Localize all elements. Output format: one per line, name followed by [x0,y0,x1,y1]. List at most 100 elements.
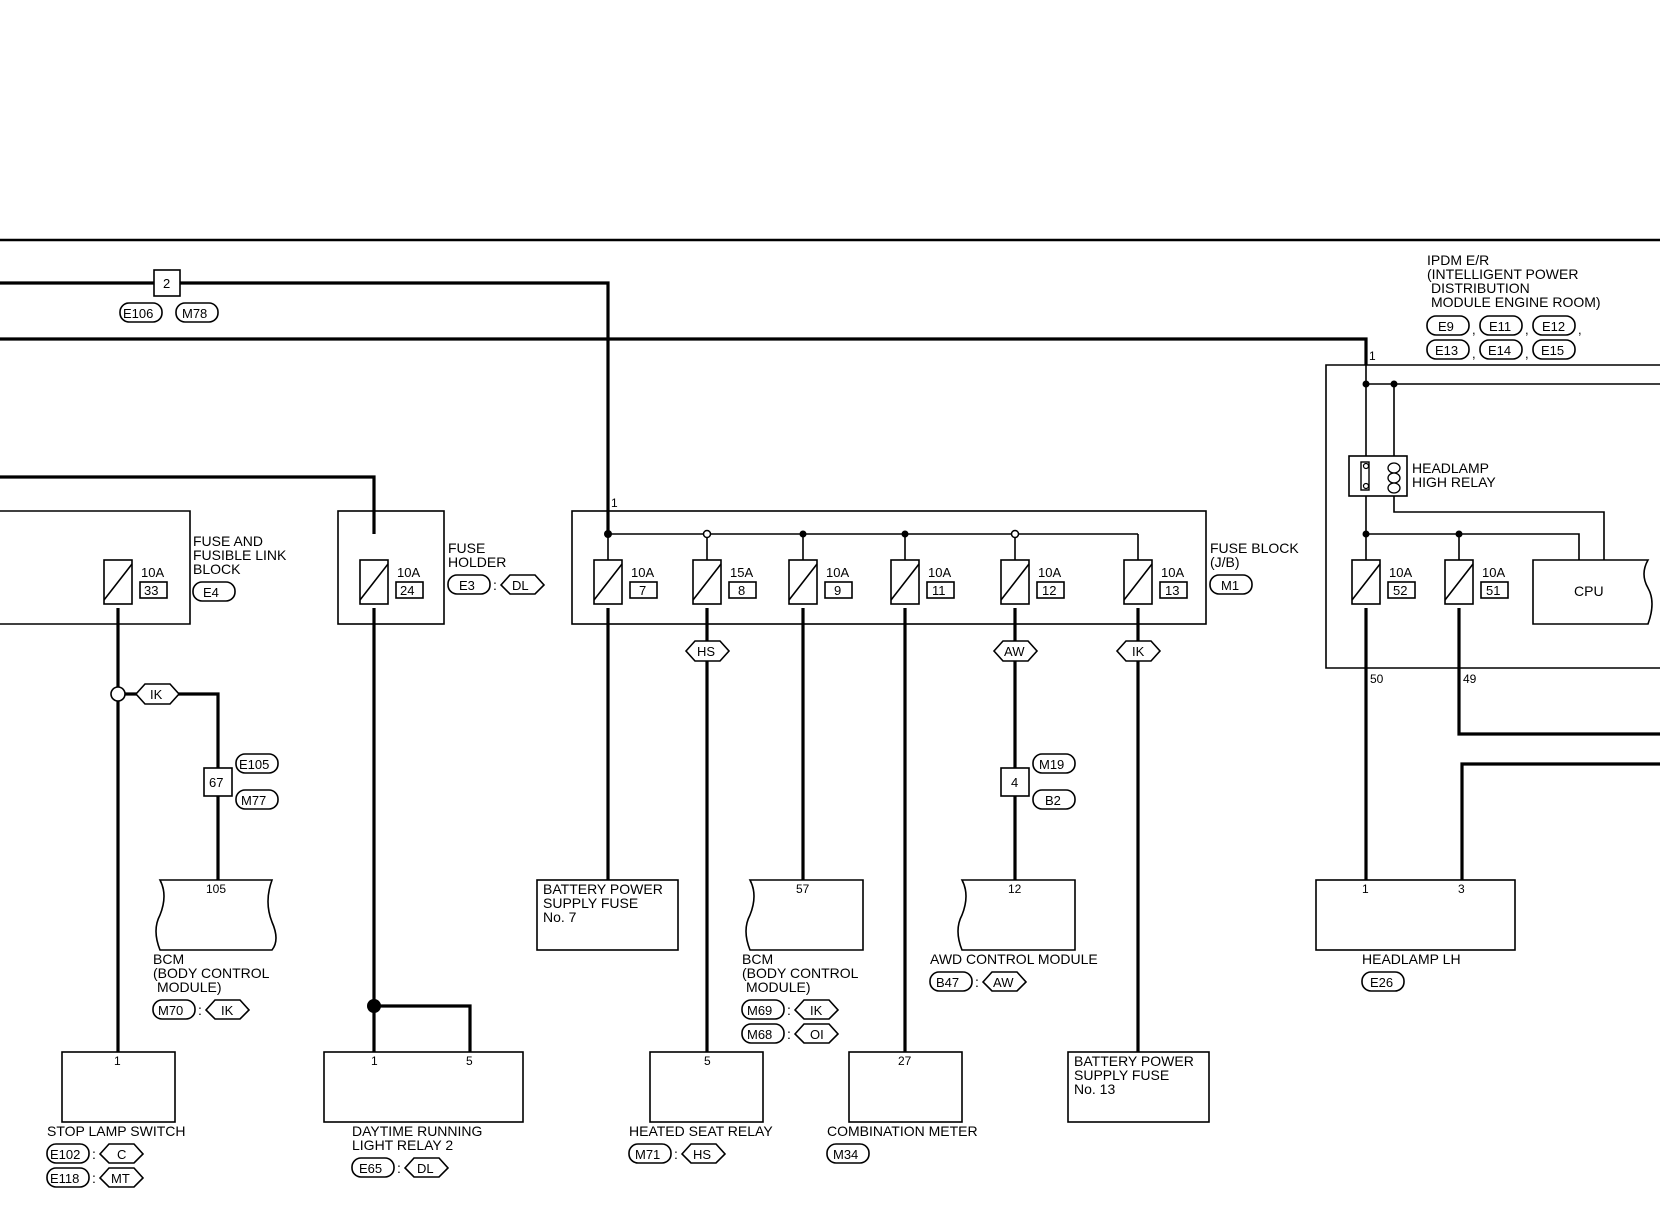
connector-m70-label: M70 [158,1003,183,1018]
batt7-label-3: No. 7 [543,909,577,925]
connector-e106-label: E106 [123,306,153,321]
option-ik [134,683,181,705]
joint-connector-4-number: 4 [1011,775,1018,790]
option-ik [793,999,840,1020]
fuse-holder: 10A 24 FUSE HOLDER E3 : DL [337,510,546,625]
connector-m68 [741,1023,785,1044]
ipdm-label-2: (INTELLIGENT POWER [1427,266,1578,282]
connector-e105 [235,753,279,774]
fuse-holder-label-2: HOLDER [448,554,506,570]
batt7-label-2: SUPPLY FUSE [543,895,638,911]
option-aw-label: AW [1004,644,1025,659]
fuse-symbol [359,559,389,605]
cpu-label: CPU [1574,583,1604,599]
colon-separator: : [674,1146,678,1162]
colon-separator: : [787,1002,791,1018]
awd-control-module: 12 AWD CONTROL MODULE B47 : AW [929,879,1098,992]
connector-b47-label: B47 [936,975,959,990]
comma: , [1525,346,1529,361]
fuse-number-7: 7 [639,583,646,598]
drl-pin-5: 5 [466,1054,473,1068]
option-c [98,1143,145,1164]
connector-e9-label: E9 [1438,319,1454,334]
drl-label-2: LIGHT RELAY 2 [352,1137,453,1153]
fuse-number-52: 52 [1393,583,1407,598]
fuse-and-fusible-link-block: 10A 33 FUSE AND FUSIBLE LINK BLOCK E4 [0,510,287,625]
headlamp-lh: 1 3 HEADLAMP LH E26 [1315,879,1516,992]
fuse-symbol [103,559,133,605]
fuse-symbol [593,559,623,605]
fuse-link-block-label-2: FUSIBLE LINK [193,547,287,563]
option-aw-marker: AW [992,640,1039,662]
battery-power-supply-fuse-7: BATTERY POWER SUPPLY FUSE No. 7 [536,879,679,951]
joint-connector-67-number: 67 [209,775,223,790]
option-aw [981,971,1028,992]
heated-seat-relay: 5 HEATED SEAT RELAY M71 : HS [628,1051,773,1164]
fuse-symbol [1444,559,1474,605]
connector-e13 [1426,339,1470,360]
heated-seat-pin-5: 5 [704,1054,711,1068]
fuse-amp-51: 10A [1482,565,1505,580]
bcm-label-2: (BODY CONTROL [742,965,859,981]
joint-connector-67 [203,767,233,797]
stop-lamp-label: STOP LAMP SWITCH [47,1123,185,1139]
splice-open [110,686,126,702]
option-ik-label: IK [810,1003,823,1018]
splice-dot [1362,380,1370,388]
fuse-symbol [890,559,920,605]
joint-connector-4: 4 M19 B2 [1000,753,1076,810]
bcm-label-1: BCM [153,951,184,967]
headlamp-pin-3: 3 [1458,882,1465,896]
connector-e13-label: E13 [1435,343,1458,358]
comma: , [1472,322,1476,337]
option-aw-label: AW [993,975,1014,990]
splice-open [1010,529,1020,539]
fuse-symbol [788,559,818,605]
drl-label-1: DAYTIME RUNNING [352,1123,482,1139]
connector-e3-label: E3 [459,578,475,593]
connector-m19 [1032,753,1076,774]
connector-e15-label: E15 [1541,343,1564,358]
connector-e4 [192,581,236,602]
connector-m71 [628,1143,672,1164]
ipdm-label-1: IPDM E/R [1427,252,1489,268]
colon-separator: : [493,577,497,593]
connector-m19-label: M19 [1039,757,1064,772]
bcm-pin-57: 57 [796,882,810,896]
fuse-symbol [1000,559,1030,605]
splice-dot [1362,530,1370,538]
stop-lamp-pin-1: 1 [114,1054,121,1068]
ipdm-label-3: DISTRIBUTION [1431,280,1530,296]
awd-label: AWD CONTROL MODULE [930,951,1098,967]
connector-m34 [826,1143,870,1164]
connector-e12 [1532,315,1576,336]
fuse-block-label-2: (J/B) [1210,554,1240,570]
option-oi-label: OI [810,1027,824,1042]
battery-power-supply-fuse-13: BATTERY POWER SUPPLY FUSE No. 13 [1067,1051,1210,1123]
connector-e65 [351,1157,395,1178]
fuse-amp-12: 10A [1038,565,1061,580]
fuse-number-11: 11 [932,583,946,598]
fuse-symbol [1351,559,1381,605]
connector-e12-label: E12 [1542,319,1565,334]
option-hs-marker: HS [684,640,731,662]
option-ik [204,999,251,1020]
connector-m78 [175,302,219,323]
colon-separator: : [787,1026,791,1042]
comma: , [1525,322,1529,337]
combo-meter-pin-27: 27 [898,1054,912,1068]
fuse-amp-52: 10A [1389,565,1412,580]
batt7-label-1: BATTERY POWER [543,881,663,897]
bcm-label-2: (BODY CONTROL [153,965,270,981]
option-ik-label: IK [1132,644,1145,659]
option-mt-label: MT [111,1171,130,1186]
fuse-number-9: 9 [834,583,841,598]
connector-e65-label: E65 [359,1161,382,1176]
fuse-block-jb: 1 10A 7 15A 8 10A 9 10A 11 10A 12 10A 13… [571,496,1299,625]
option-c-label: C [117,1147,126,1162]
fuse-block-pin-1: 1 [611,496,618,510]
combo-meter-label: COMBINATION METER [827,1123,978,1139]
fuse-amp-8: 15A [730,565,753,580]
drl-pin-1: 1 [371,1054,378,1068]
option-mt [98,1167,145,1188]
